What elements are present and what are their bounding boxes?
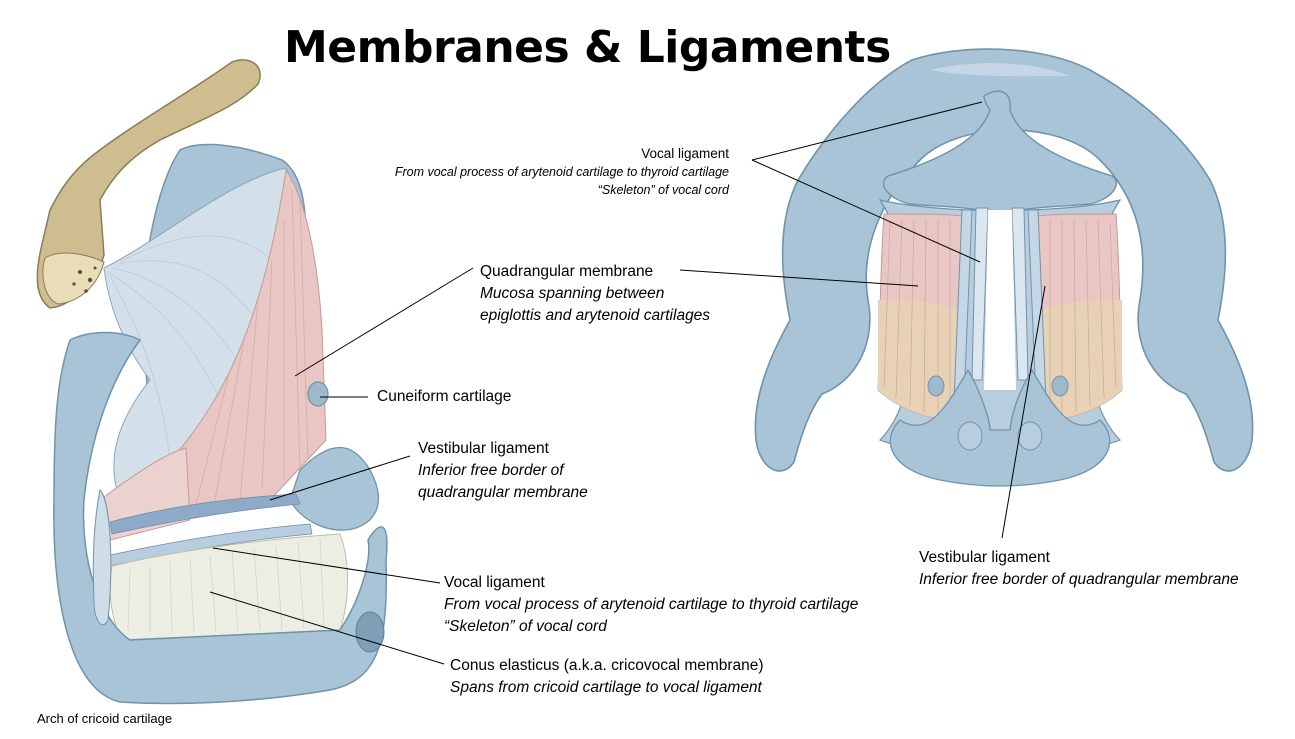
label-title: Conus elasticus (a.k.a. cricovocal membr…	[450, 657, 764, 674]
label-line: “Skeleton” of vocal cord	[444, 618, 607, 635]
lateral-larynx-illustration	[36, 59, 388, 705]
label-title: Arch of cricoid cartilage	[37, 711, 173, 726]
label-line: Inferior free border of quadrangular mem…	[919, 571, 1239, 588]
label-line: From vocal process of arytenoid cartilag…	[394, 165, 729, 179]
conus-elasticus	[109, 533, 348, 641]
label-arch-of-cricoid: Arch of cricoid cartilage	[37, 711, 172, 726]
leader-left-vocal	[212, 547, 441, 584]
arytenoid-cartilages-superior	[889, 368, 1111, 487]
label-vestibular-ligament-lateral: Vestibular ligament Inferior free border…	[418, 438, 588, 504]
label-line: From vocal process of arytenoid cartilag…	[444, 596, 859, 613]
label-title: Vestibular ligament	[919, 549, 1050, 566]
leader-quadrangular-2	[679, 269, 919, 287]
label-line: Inferior free border of	[418, 462, 564, 479]
cricoid-cartilage	[53, 331, 388, 705]
label-line: quadrangular membrane	[418, 484, 588, 501]
slide-title: Membranes & Ligaments	[284, 22, 891, 73]
label-line: Spans from cricoid cartilage to vocal li…	[450, 679, 762, 696]
thyroid-cartilage-superior	[754, 48, 1254, 472]
label-title: Vocal ligament	[641, 146, 729, 161]
leader-conus	[209, 591, 445, 665]
label-vocal-ligament-superior: Vocal ligament From vocal process of ary…	[395, 145, 729, 199]
leader-quadrangular-1	[294, 267, 474, 377]
cuneiform-cartilage	[307, 381, 329, 407]
label-line: epiglottis and arytenoid cartilages	[480, 307, 711, 324]
label-line: “Skeleton” of vocal cord	[597, 183, 729, 197]
label-title: Vocal ligament	[444, 574, 545, 591]
label-line: Mucosa spanning between	[480, 285, 665, 302]
leader-right-vestibular	[1001, 285, 1046, 539]
leader-lines	[209, 101, 1046, 665]
superior-larynx-illustration	[754, 48, 1254, 487]
label-conus-elasticus: Conus elasticus (a.k.a. cricovocal membr…	[450, 655, 764, 699]
label-vestibular-ligament-superior: Vestibular ligament Inferior free border…	[919, 547, 1239, 591]
vestibular-ligament-lateral	[109, 493, 301, 535]
arytenoid-cartilage	[289, 446, 380, 531]
label-quadrangular-membrane: Quadrangular membrane Mucosa spanning be…	[480, 261, 710, 327]
label-title: Quadrangular membrane	[480, 263, 654, 280]
label-title: Cuneiform cartilage	[377, 388, 512, 405]
vocal-ligament-left	[971, 207, 989, 381]
leader-right-vocal-1	[751, 101, 983, 161]
label-cuneiform-cartilage: Cuneiform cartilage	[377, 386, 511, 408]
leader-right-vocal-2	[751, 159, 981, 263]
label-vocal-ligament-lateral: Vocal ligament From vocal process of ary…	[444, 572, 858, 638]
leader-left-vestibular	[269, 455, 411, 501]
label-title: Vestibular ligament	[418, 440, 549, 457]
